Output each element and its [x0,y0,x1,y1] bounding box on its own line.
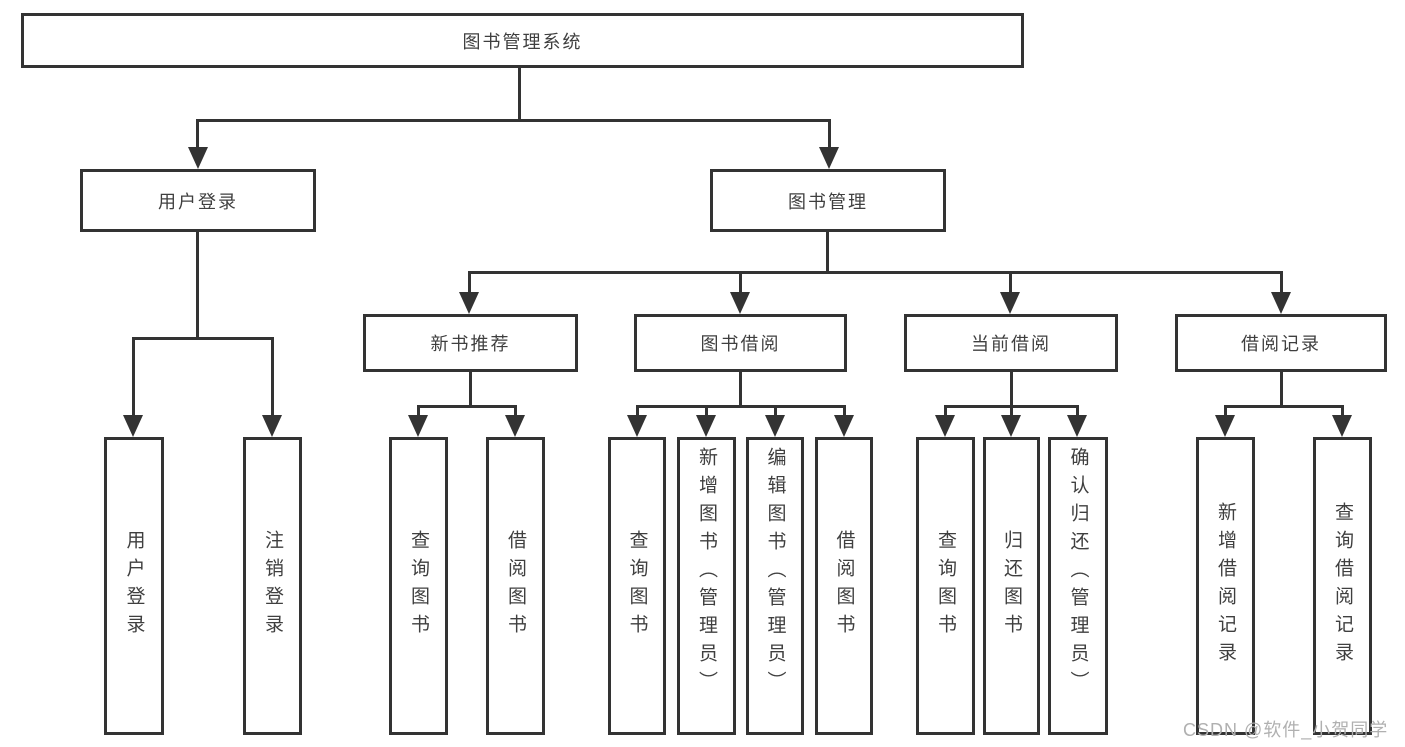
arrowhead-icon [188,147,208,169]
leaf-edit-books-admin: 编辑图书（管理员） [746,437,804,735]
arrowhead-icon [819,147,839,169]
connector-line [944,405,947,419]
connector-line [636,405,846,408]
leaf-add-borrow-record: 新增借阅记录 [1196,437,1255,735]
arrowhead-icon [505,415,525,437]
connector-line [468,271,1283,274]
arrowhead-icon [1271,292,1291,314]
connector-line [1010,372,1013,405]
connector-line [1009,271,1012,296]
arrowhead-icon [262,415,282,437]
leaf-user-login: 用户登录 [104,437,164,735]
connector-line [739,271,742,296]
arrowhead-icon [408,415,428,437]
arrowhead-icon [696,415,716,437]
connector-line [1280,271,1283,296]
connector-line [705,405,708,419]
arrowhead-icon [935,415,955,437]
node-current-borrowing: 当前借阅 [904,314,1118,372]
watermark: CSDN @软件_小贺同学 [1183,720,1389,740]
leaf-label: 新增借阅记录 [1215,502,1236,670]
connector-line [1341,405,1344,419]
connector-line [514,405,517,419]
leaf-label: 注销登录 [262,530,283,642]
arrowhead-icon [730,292,750,314]
leaf-borrow-books-borrow: 借阅图书 [815,437,873,735]
node-book-management: 图书管理 [710,169,946,232]
node-book-borrowing: 图书借阅 [634,314,847,372]
leaf-label: 归还图书 [1001,530,1022,642]
leaf-query-books-current: 查询图书 [916,437,975,735]
node-library-system: 图书管理系统 [21,13,1024,68]
connector-line [468,271,471,296]
connector-line [1224,405,1344,408]
arrowhead-icon [1001,415,1021,437]
connector-line [1076,405,1079,419]
arrowhead-icon [834,415,854,437]
arrowhead-icon [459,292,479,314]
connector-line [469,372,472,405]
leaf-confirm-return-admin: 确认归还（管理员） [1048,437,1108,735]
leaf-label: 新增图书（管理员） [696,447,717,699]
arrowhead-icon [1215,415,1235,437]
connector-line [843,405,846,419]
connector-line [417,405,420,419]
leaf-logout: 注销登录 [243,437,302,735]
connector-line [774,405,777,419]
leaf-label: 用户登录 [123,530,145,642]
connector-line [196,232,199,337]
connector-line [636,405,639,419]
leaf-label: 借阅图书 [505,530,526,642]
node-new-book-recommendation: 新书推荐 [363,314,578,372]
leaf-label: 借阅图书 [833,530,855,642]
arrowhead-icon [627,415,647,437]
connector-line [826,232,829,271]
connector-line [417,405,517,408]
connector-line [1280,372,1283,405]
leaf-label: 查询图书 [935,530,956,642]
connector-line [1010,405,1013,419]
connector-line [196,119,831,122]
leaf-query-borrow-record: 查询借阅记录 [1313,437,1372,735]
connector-line [132,337,274,340]
arrowhead-icon [1000,292,1020,314]
arrowhead-icon [765,415,785,437]
leaf-label: 查询图书 [408,530,429,642]
connector-line [518,66,521,119]
connector-line [828,119,831,150]
arrowhead-icon [1332,415,1352,437]
leaf-label: 查询图书 [626,530,648,642]
connector-line [739,372,742,405]
leaf-label: 确认归还（管理员） [1067,447,1089,699]
leaf-label: 编辑图书（管理员） [764,447,786,699]
leaf-add-books-admin: 新增图书（管理员） [677,437,736,735]
node-user-login: 用户登录 [80,169,316,232]
connector-line [132,337,135,418]
arrowhead-icon [1067,415,1087,437]
leaf-label: 查询借阅记录 [1332,502,1353,670]
leaf-query-books-recommend: 查询图书 [389,437,448,735]
connector-line [271,337,274,418]
arrowhead-icon [123,415,143,437]
connector-line [196,119,199,150]
node-borrowing-records: 借阅记录 [1175,314,1387,372]
leaf-query-books-borrow: 查询图书 [608,437,666,735]
leaf-return-books: 归还图书 [983,437,1040,735]
connector-line [1224,405,1227,419]
leaf-borrow-books-recommend: 借阅图书 [486,437,545,735]
